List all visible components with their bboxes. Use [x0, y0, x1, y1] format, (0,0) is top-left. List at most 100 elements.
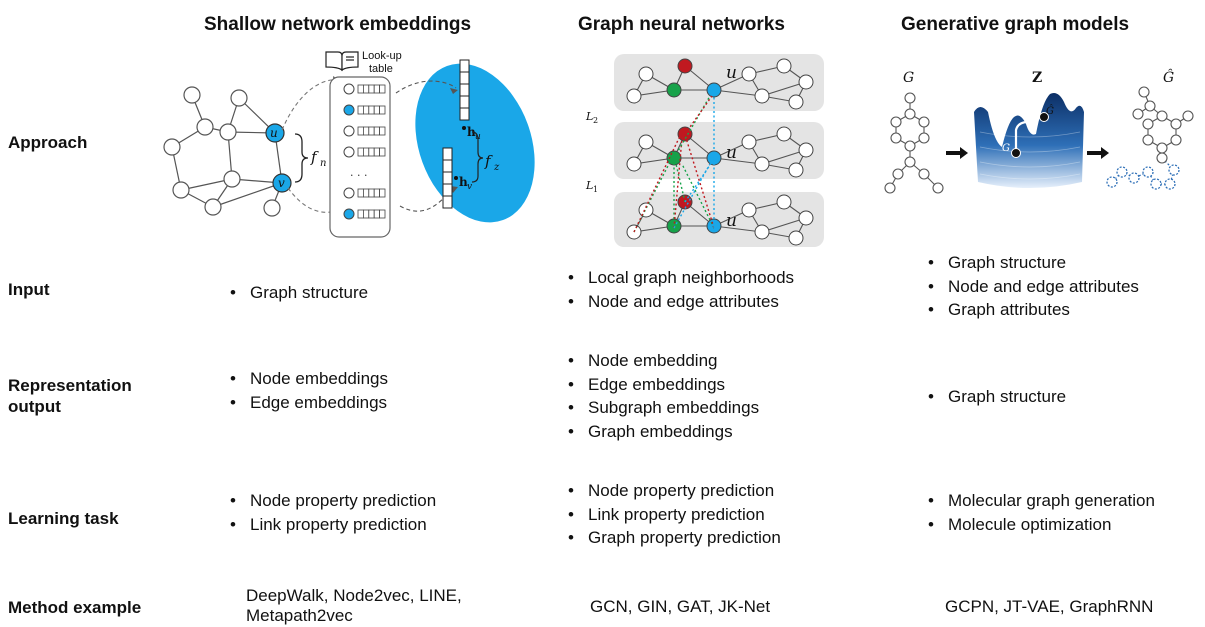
gnn-node — [798, 74, 814, 90]
bullet-item: Local graph neighborhoods — [566, 266, 794, 290]
bullet-item: Subgraph embeddings — [566, 396, 759, 420]
lookup-cell — [362, 209, 370, 219]
gnn-edge — [713, 157, 763, 165]
gnn-node — [754, 88, 770, 104]
learning-list-generative: Molecular graph generationMolecule optim… — [926, 489, 1155, 536]
lookup-cell — [373, 105, 380, 115]
gnn-node — [788, 230, 804, 246]
node-u — [265, 123, 285, 143]
lookup-cell — [373, 188, 380, 198]
lookup-cell — [357, 84, 364, 94]
bullet-item: Edge embeddings — [228, 391, 388, 415]
gnn-node — [776, 58, 792, 74]
lookup-cell — [368, 126, 375, 136]
bullet-item: Graph structure — [926, 251, 1139, 275]
gnn-edge — [761, 217, 807, 233]
lookup-cell — [373, 84, 380, 94]
lookup-cell — [357, 105, 364, 115]
gnn-node — [638, 66, 654, 82]
bullet-item: Node property prediction — [566, 479, 781, 503]
lookup-cell — [357, 147, 364, 157]
lookup-cell — [379, 105, 386, 115]
row-label-input: Input — [8, 280, 50, 299]
input-list-generative: Graph structureNode and edge attributesG… — [926, 251, 1139, 322]
lookup-cell — [357, 209, 364, 219]
gnn-node — [666, 82, 682, 98]
column-title-generative: Generative graph models — [901, 14, 1130, 35]
lookup-cell — [362, 188, 370, 198]
representation-list-generative: Graph structure — [926, 385, 1066, 409]
lookup-node — [343, 187, 355, 199]
row-label-approach: Approach — [8, 133, 88, 152]
svg-text:1: 1 — [593, 185, 598, 194]
method-example-generative: GCPN, JT-VAE, GraphRNN — [945, 597, 1154, 616]
lookup-cell — [379, 209, 386, 219]
arrow-icon — [1087, 147, 1109, 159]
svg-text:G: G — [1002, 143, 1010, 154]
gnn-node — [638, 134, 654, 150]
method-example-shallow-line1: DeepWalk, Node2vec, LINE, — [246, 586, 462, 605]
lookup-cell — [362, 147, 370, 157]
bullet-item: Node and edge attributes — [566, 290, 794, 314]
node-v — [272, 173, 292, 193]
lookup-cell — [379, 188, 386, 198]
bullet-item: Node property prediction — [228, 489, 436, 513]
input-list-gnn: Local graph neighborhoodsNode and edge a… — [566, 266, 794, 313]
svg-text:Look-up: Look-up — [362, 50, 402, 62]
gnn-edge — [713, 89, 763, 97]
gnn-node — [626, 88, 642, 104]
gnn-edge — [761, 81, 807, 97]
bullet-item: Molecular graph generation — [926, 489, 1155, 513]
gnn-node — [788, 162, 804, 178]
shallow-embedding-diagram: u v f n Look-up table · · · h u h v f z — [163, 50, 535, 238]
column-title-gnn: Graph neural networks — [578, 14, 785, 35]
gnn-node — [754, 224, 770, 240]
bullet-item: Graph structure — [228, 281, 368, 305]
lookup-node — [343, 146, 355, 158]
svg-text:Ĝ: Ĝ — [1046, 105, 1054, 117]
method-example-shallow: DeepWalk, Node2vec, LINE, Metapath2vec — [246, 586, 462, 626]
gnn-node — [798, 210, 814, 226]
lookup-cell — [368, 209, 375, 219]
svg-text:u: u — [270, 126, 278, 140]
row-label-representation-line2: output — [8, 397, 61, 416]
gnn-node-u-label: u — [726, 143, 737, 163]
bullet-item: Link property prediction — [228, 513, 436, 537]
svg-text:f: f — [484, 152, 493, 170]
svg-text:table: table — [369, 63, 393, 75]
gnn-edge — [713, 225, 763, 233]
svg-text:· · ·: · · · — [350, 169, 367, 182]
gnn-node — [788, 94, 804, 110]
lookup-cell — [368, 188, 375, 198]
gnn-node — [741, 66, 757, 82]
representation-list-shallow: Node embeddingsEdge embeddings — [228, 367, 388, 414]
lookup-cell — [362, 105, 370, 115]
lookup-cell — [373, 209, 380, 219]
svg-text:h: h — [459, 175, 468, 189]
representation-list-gnn: Node embeddingEdge embeddingsSubgraph em… — [566, 349, 759, 443]
bullet-item: Link property prediction — [566, 503, 781, 527]
bullet-item: Node and edge attributes — [926, 275, 1139, 299]
lookup-cell — [357, 188, 364, 198]
gnn-node — [677, 58, 693, 74]
method-example-gnn: GCN, GIN, GAT, JK-Net — [590, 597, 771, 616]
gnn-node — [626, 156, 642, 172]
lookup-node — [343, 125, 355, 137]
lookup-cell — [368, 105, 375, 115]
svg-text:Z: Z — [1032, 70, 1042, 86]
gnn-node — [741, 134, 757, 150]
gnn-edge — [761, 149, 807, 165]
gnn-node — [638, 202, 654, 218]
svg-text:h: h — [467, 125, 476, 139]
learning-list-gnn: Node property predictionLink property pr… — [566, 479, 781, 550]
lookup-cell — [362, 126, 370, 136]
lookup-cell — [379, 126, 386, 136]
svg-text:z: z — [493, 162, 500, 173]
generative-model-diagram: G Z Ĝ G Ĝ — [884, 68, 1194, 194]
gnn-node — [776, 126, 792, 142]
lookup-node — [343, 208, 355, 220]
gnn-layers-diagram: L 2 L 1 uuu — [585, 54, 824, 247]
bullet-item: Graph attributes — [926, 298, 1139, 322]
svg-text:G: G — [903, 70, 914, 86]
gnn-node-u-label: u — [726, 63, 737, 83]
